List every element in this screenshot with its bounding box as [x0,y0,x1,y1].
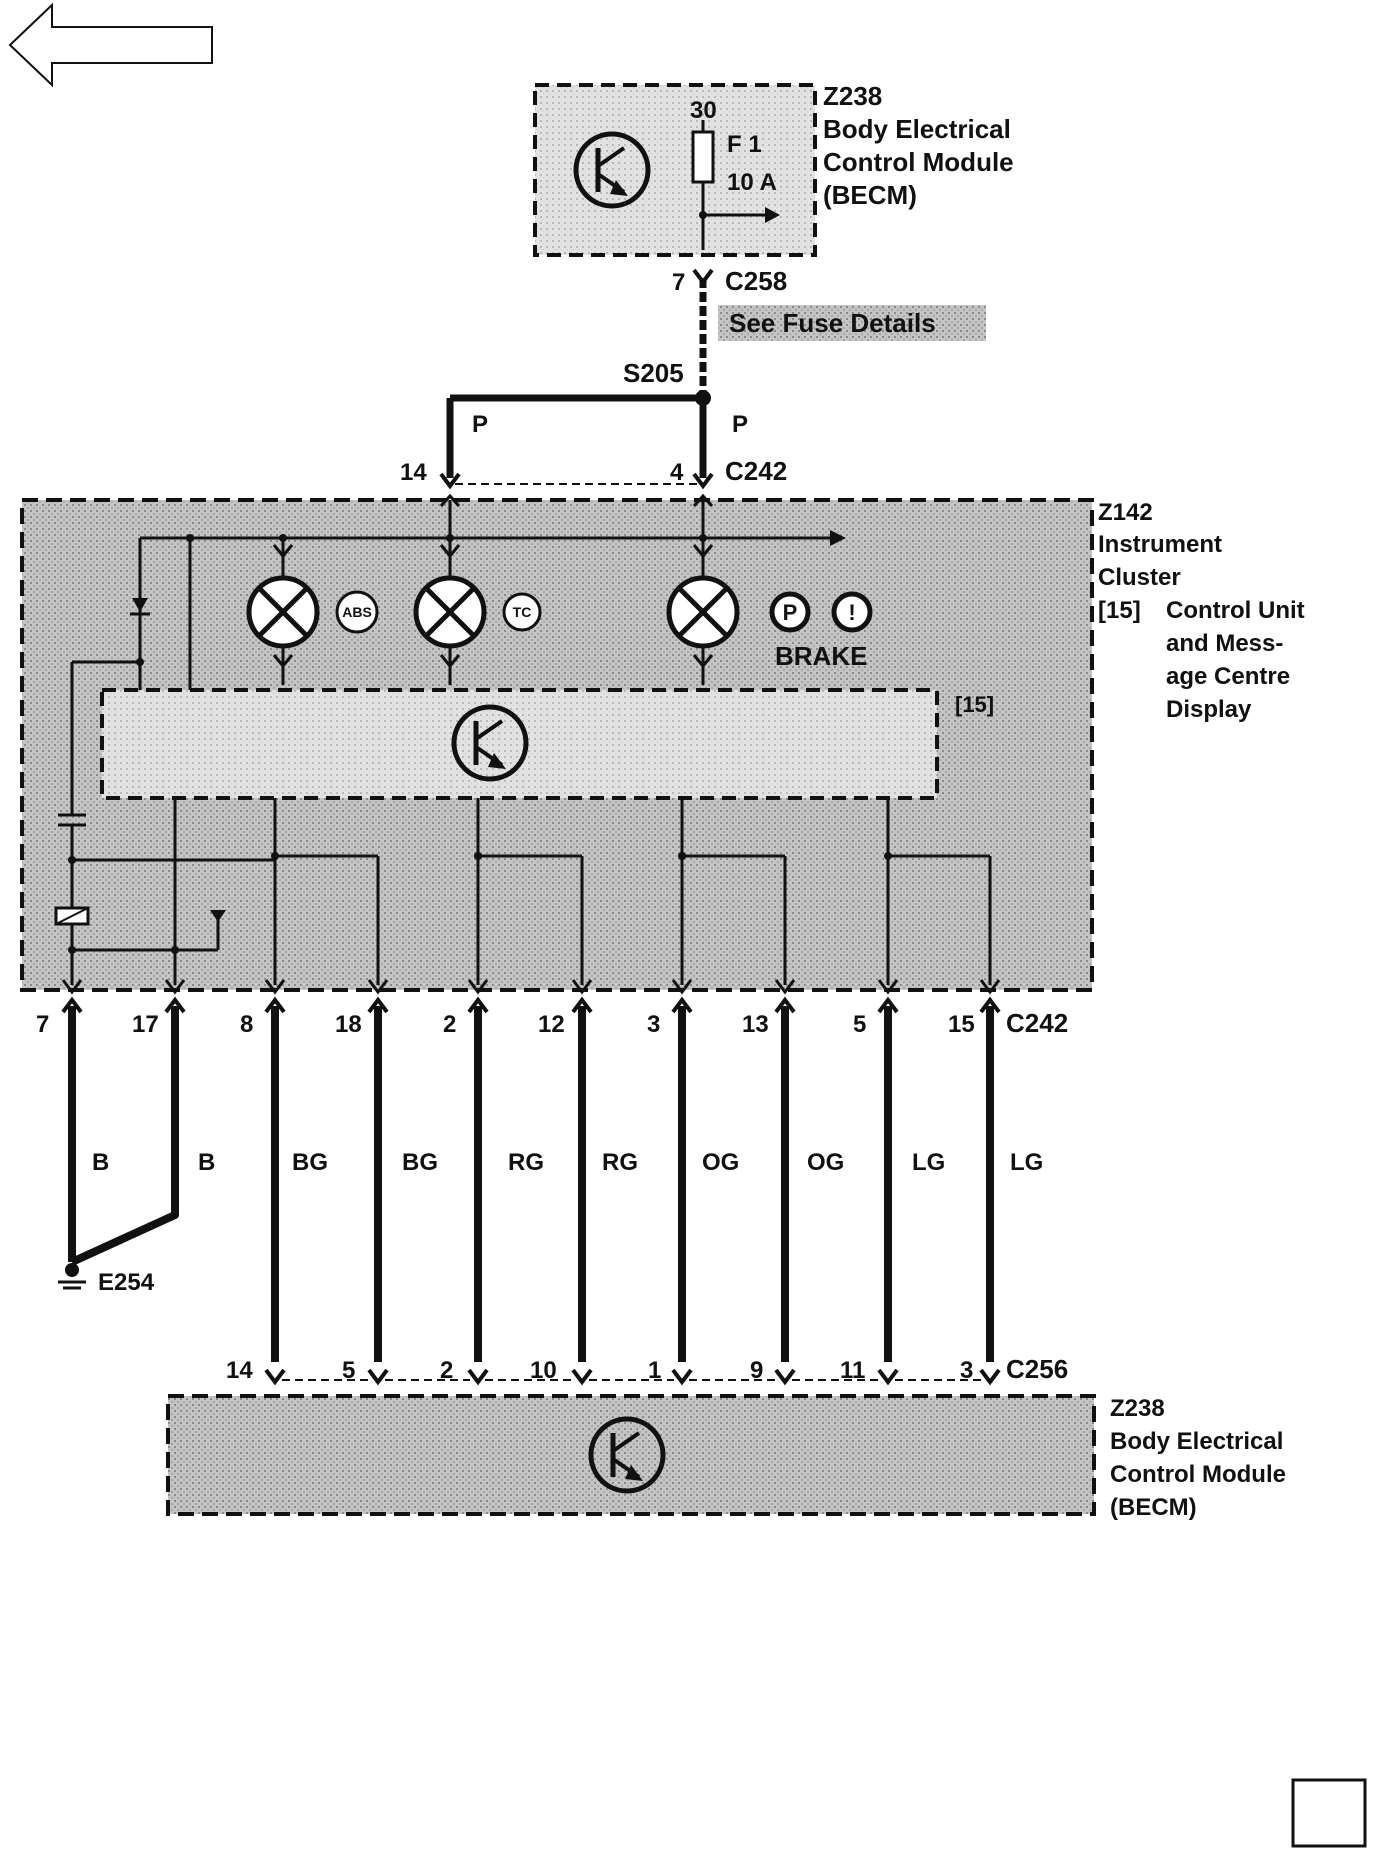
splice-wire-left: P [472,411,488,438]
wire-label-2: B [198,1149,215,1176]
splice-wire-right: P [732,411,748,438]
bottom-becm-module: Z238 Body Electrical Control Module (BEC… [166,1394,1286,1521]
c256-pin-5: 1 [648,1357,661,1384]
top-module-id: Z238 [823,81,882,111]
abs-symbol-label: ABS [342,604,372,620]
control-unit-transistor-icon [451,704,529,782]
transistor-icon [573,131,651,209]
c242-top-pin-left: 14 [400,459,427,486]
fuse-rating-label: 10 A [727,169,777,196]
ground-e254: E254 [58,1263,155,1296]
connector-c242-bottom: 7 17 8 18 2 12 3 13 5 15 C242 B B BG BG … [36,979,1068,1362]
wire-label-8: OG [807,1149,844,1176]
c242-pin-2: 17 [132,1011,159,1038]
wire-label-6: RG [602,1149,638,1176]
brake-label: BRAKE [775,641,867,671]
abs-symbol-icon [335,590,379,634]
bottom-module-name-1: Body Electrical [1110,1428,1283,1455]
cluster-ref: [15] [1098,597,1141,624]
page-box[interactable] [1291,1778,1367,1848]
splice-name: S205 [623,358,684,388]
c256-pin-8: 3 [960,1357,973,1384]
cluster-desc-2: and Mess- [1166,630,1283,657]
c242-pin-3: 8 [240,1011,253,1038]
control-unit-ref: [15] [955,692,994,717]
fuse-note[interactable]: See Fuse Details [729,308,936,338]
warning-exclamation-icon [831,591,873,633]
back-arrow-icon[interactable] [8,2,213,88]
tc-warning-lamp: TC [413,538,542,685]
c242-pin-1: 7 [36,1011,49,1038]
abs-warning-lamp: ABS [246,538,379,685]
connector-c256: 14 5 2 10 1 9 11 3 C256 [226,1354,1068,1386]
c256-pin-1: 14 [226,1357,253,1384]
wire-label-7: OG [702,1149,739,1176]
c242-pin-8: 13 [742,1011,769,1038]
c242-pin-5: 2 [443,1011,456,1038]
top-becm-module: 30 F 1 10 A Z238 Body Electrical Control… [533,81,1014,257]
cluster-id: Z142 [1098,499,1153,526]
fuse-f1-icon [691,120,780,250]
c242-bottom-name: C242 [1006,1008,1068,1038]
c242-pin-4: 18 [335,1011,362,1038]
c242-top-name: C242 [725,456,787,486]
c256-pin-7: 11 [840,1357,865,1384]
top-module-name-1: Body Electrical [823,114,1011,144]
control-unit-box [100,688,939,800]
bottom-module-name-2: Control Module [1110,1461,1286,1488]
c256-pin-4: 10 [530,1357,557,1384]
c242-pin-6: 12 [538,1011,565,1038]
wire-label-3: BG [292,1149,328,1176]
cluster-desc-1: Control Unit [1166,597,1305,624]
connector-c242-top: 14 4 C242 [400,456,787,490]
connector-c258: 7 C258 [672,266,787,395]
c242-top-pin-right: 4 [670,459,684,486]
brake-warning-lamp: P ! BRAKE [666,538,873,685]
top-module-name-2: Control Module [823,147,1014,177]
cluster-name-1: Instrument [1098,531,1222,558]
ground-name: E254 [98,1269,155,1296]
c258-pin: 7 [672,269,685,296]
splice-s205: S205 P P [446,358,748,478]
wire-label-10: LG [1010,1149,1043,1176]
fuse-note-box [718,305,986,341]
c256-name: C256 [1006,1354,1068,1384]
park-brake-label: P [783,600,798,625]
c256-pin-3: 2 [440,1357,453,1384]
fuse-name-label: F 1 [727,131,762,158]
bottom-module-name-3: (BECM) [1110,1494,1197,1521]
wire-label-4: BG [402,1149,438,1176]
bottom-module-id: Z238 [1110,1395,1165,1422]
ground-icon [65,1263,79,1277]
wire-b-2 [70,1006,179,1266]
cluster-name-2: Cluster [1098,564,1181,591]
cluster-desc-3: age Centre [1166,663,1290,690]
top-module-name-3: (BECM) [823,180,917,210]
bottom-transistor-icon [588,1416,666,1494]
warning-exclamation-label: ! [848,600,855,625]
c242-pin-10: 15 [948,1011,975,1038]
tc-symbol-label: TC [513,604,532,620]
wire-label-5: RG [508,1149,544,1176]
instrument-cluster: [15] [20,493,1305,992]
cluster-desc-4: Display [1166,696,1252,723]
fuse-pin-label: 30 [690,97,717,124]
park-brake-icon [769,591,811,633]
c256-pin-2: 5 [342,1357,355,1384]
wire-label-1: B [92,1149,109,1176]
wire-label-9: LG [912,1149,945,1176]
c256-pin-6: 9 [750,1357,763,1384]
c242-pin-9: 5 [853,1011,866,1038]
c242-pin-7: 3 [647,1011,660,1038]
c258-name: C258 [725,266,787,296]
tc-symbol-icon [502,592,542,632]
